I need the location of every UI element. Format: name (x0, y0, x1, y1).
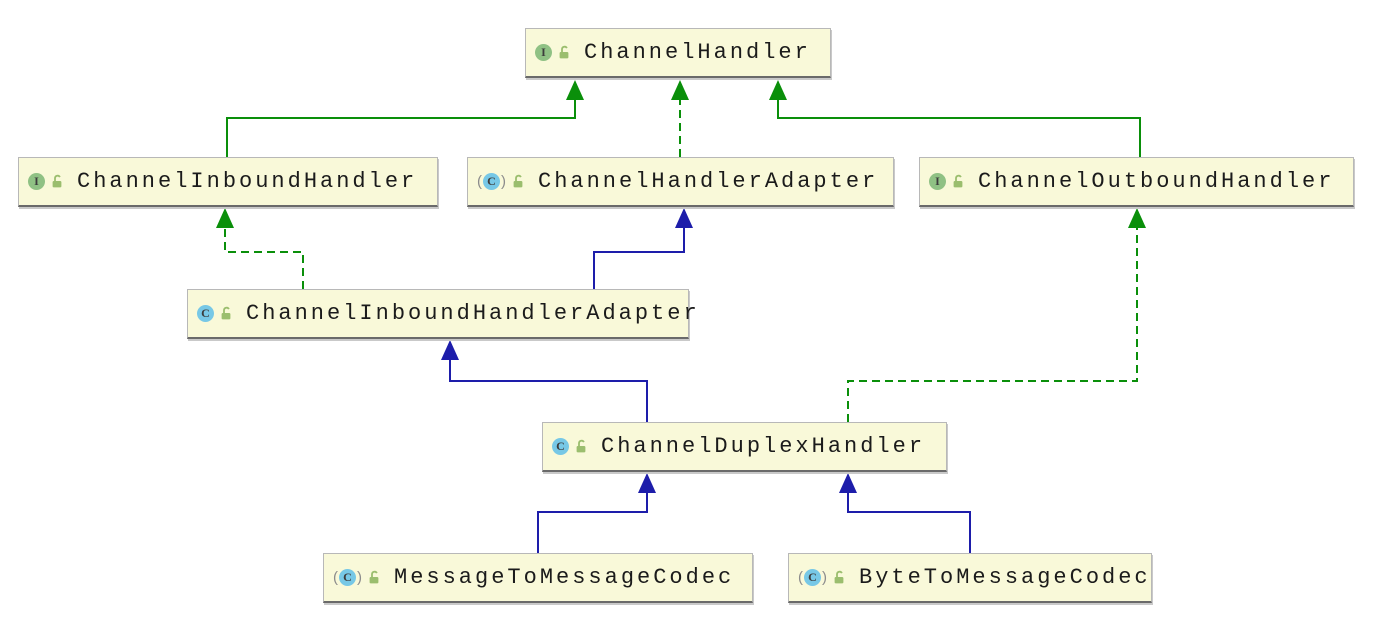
class-node-channelinboundhandleradapter[interactable]: ( C ) ChannelInboundHandlerAdapter (187, 289, 697, 339)
class-node-channelduplexhandler[interactable]: ( C ) ChannelDuplexHandler (542, 422, 947, 472)
class-name-label: ByteToMessageCodec (859, 565, 1151, 590)
unlocked-icon (369, 570, 379, 584)
edge-channelinboundhandleradapter-implements-channelinboundhandler (216, 208, 304, 289)
class-node-channeloutboundhandler[interactable]: ( I ) ChannelOutboundHandler (919, 157, 1354, 207)
class-name-label: MessageToMessageCodec (394, 565, 735, 590)
class-name-label: ChannelHandler (584, 40, 811, 65)
class-node-channelhandler[interactable]: ( I ) ChannelHandler (525, 28, 831, 78)
edge-messagetomessagecodec-extends-channelduplexhandler (537, 473, 656, 553)
unlocked-icon (513, 174, 523, 188)
class-node-messagetomessagecodec[interactable]: ( C ) MessageToMessageCodec (323, 553, 753, 603)
abstract-class-icon: ( C ) (477, 173, 506, 190)
edge-channelinboundhandleradapter-extends-channelhandleradapter (593, 208, 693, 289)
unlocked-icon (834, 570, 844, 584)
unlocked-icon (953, 174, 963, 188)
edge-bytetomessagecodec-extends-channelduplexhandler (839, 473, 971, 553)
interface-icon: ( I ) (929, 172, 946, 192)
class-name-label: ChannelDuplexHandler (601, 434, 926, 459)
class-node-channelhandleradapter[interactable]: ( C ) ChannelHandlerAdapter (467, 157, 894, 207)
unlocked-icon (576, 439, 586, 453)
edge-channelinboundhandler-extends-channelhandler (226, 80, 584, 157)
class-name-label: ChannelInboundHandlerAdapter (246, 301, 700, 326)
edge-channeloutboundhandler-extends-channelhandler (769, 80, 1141, 157)
class-name-label: ChannelInboundHandler (77, 169, 418, 194)
unlocked-icon (559, 45, 569, 59)
edge-channelhandleradapter-implements-channelhandler (671, 80, 689, 157)
class-icon: ( C ) (552, 437, 569, 457)
unlocked-icon (221, 306, 231, 320)
unlocked-icon (52, 174, 62, 188)
interface-icon: ( I ) (28, 172, 45, 192)
class-name-label: ChannelHandlerAdapter (538, 169, 879, 194)
abstract-class-icon: ( C ) (798, 569, 827, 586)
edge-channelduplexhandler-implements-channeloutboundhandler (847, 208, 1146, 422)
class-name-label: ChannelOutboundHandler (978, 169, 1335, 194)
edge-channelduplexhandler-extends-channelinboundhandleradapter (441, 340, 648, 422)
class-icon: ( C ) (197, 304, 214, 324)
abstract-class-icon: ( C ) (333, 569, 362, 586)
class-node-bytetomessagecodec[interactable]: ( C ) ByteToMessageCodec (788, 553, 1152, 603)
interface-icon: ( I ) (535, 43, 552, 63)
class-node-channelinboundhandler[interactable]: ( I ) ChannelInboundHandler (18, 157, 438, 207)
